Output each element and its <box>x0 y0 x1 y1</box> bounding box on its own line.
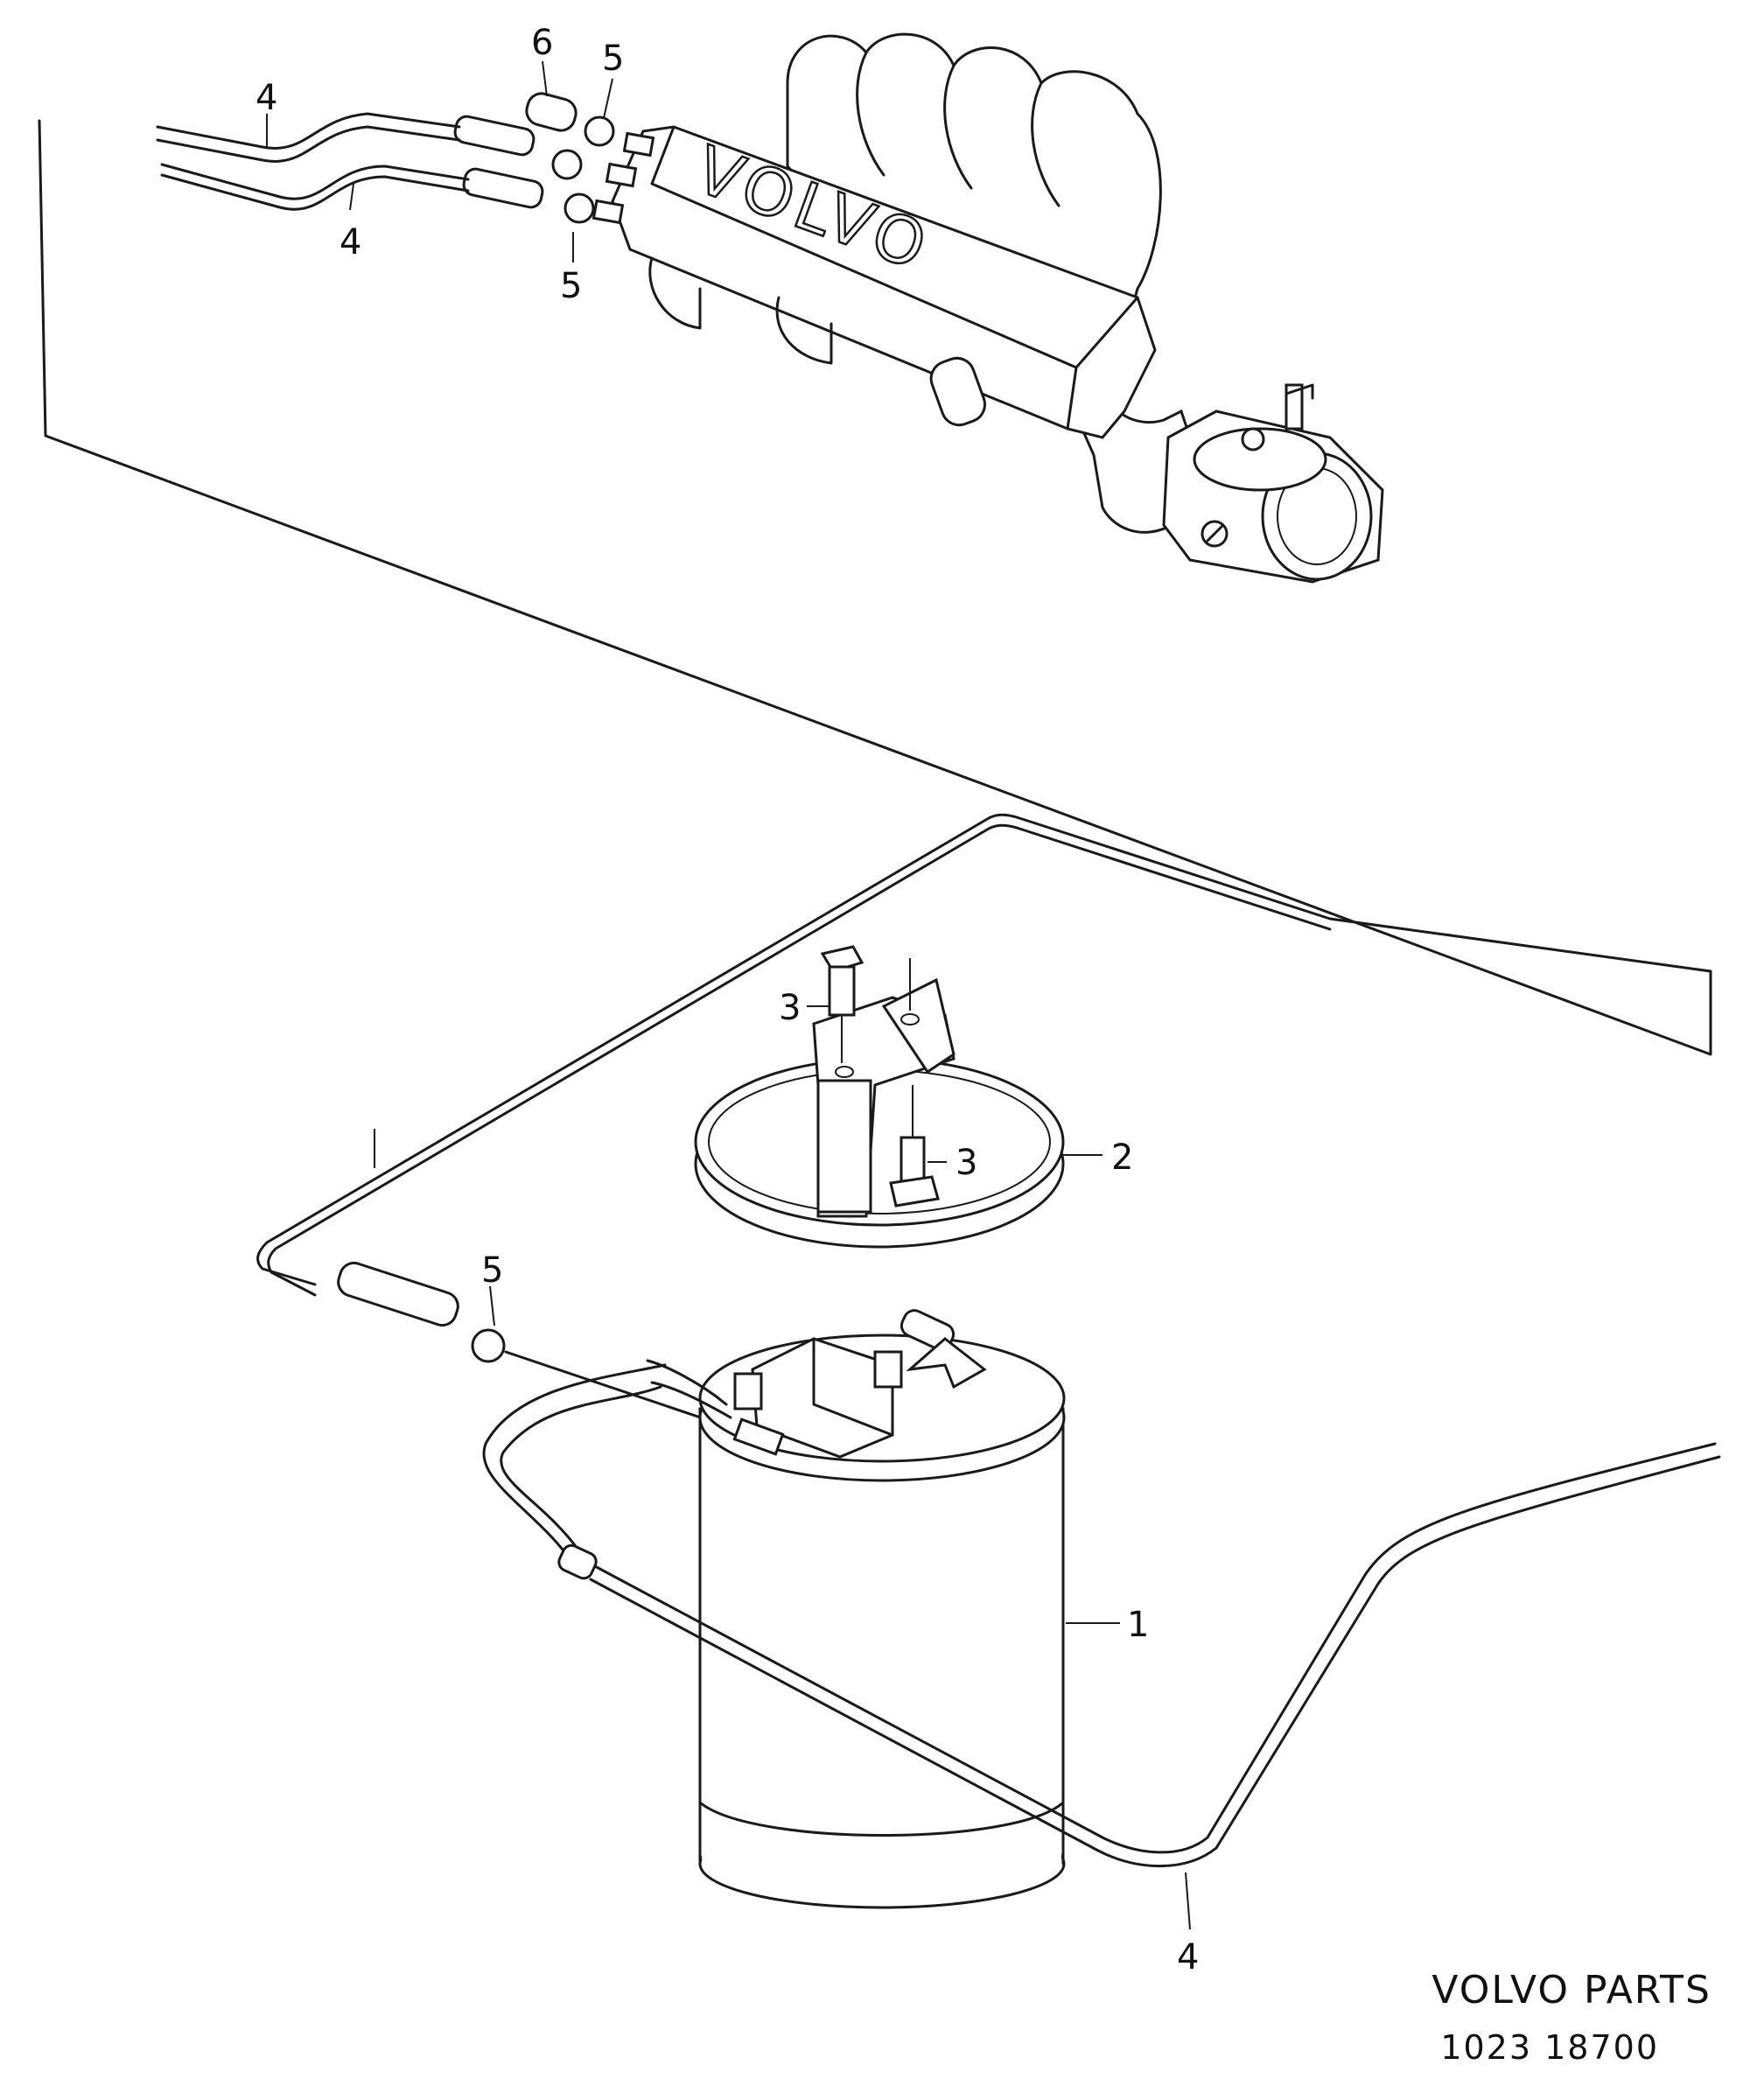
lower-vapour-line <box>557 1442 1721 1930</box>
upper-hose-connectors <box>156 60 655 262</box>
callout-3-top: 3 <box>779 988 801 1028</box>
callout-1: 1 <box>1127 1605 1149 1645</box>
charcoal-canister <box>482 1309 1120 1909</box>
long-vapour-line <box>256 813 1332 1297</box>
callout-4-bottom: 4 <box>1177 1937 1199 1978</box>
callout-3-lower: 3 <box>956 1143 977 1183</box>
callout-5-lower: 5 <box>481 1250 503 1291</box>
callout-5-top: 5 <box>602 38 624 79</box>
callout-6: 6 <box>531 23 553 63</box>
footer-code: 1023 18700 <box>1440 2028 1659 2067</box>
callout-4-mid: 4 <box>340 222 361 262</box>
intake-manifold: VOLVO <box>611 32 1384 584</box>
callout-4-upper: 4 <box>256 78 277 118</box>
footer-brand: VOLVO PARTS <box>1432 1968 1712 2012</box>
canister-strap-bracket <box>694 945 1102 1249</box>
callout-5-mid: 5 <box>560 266 582 306</box>
lower-hose-connector <box>337 1261 754 1437</box>
plane-outline <box>38 119 1712 1056</box>
callout-2: 2 <box>1111 1138 1133 1178</box>
